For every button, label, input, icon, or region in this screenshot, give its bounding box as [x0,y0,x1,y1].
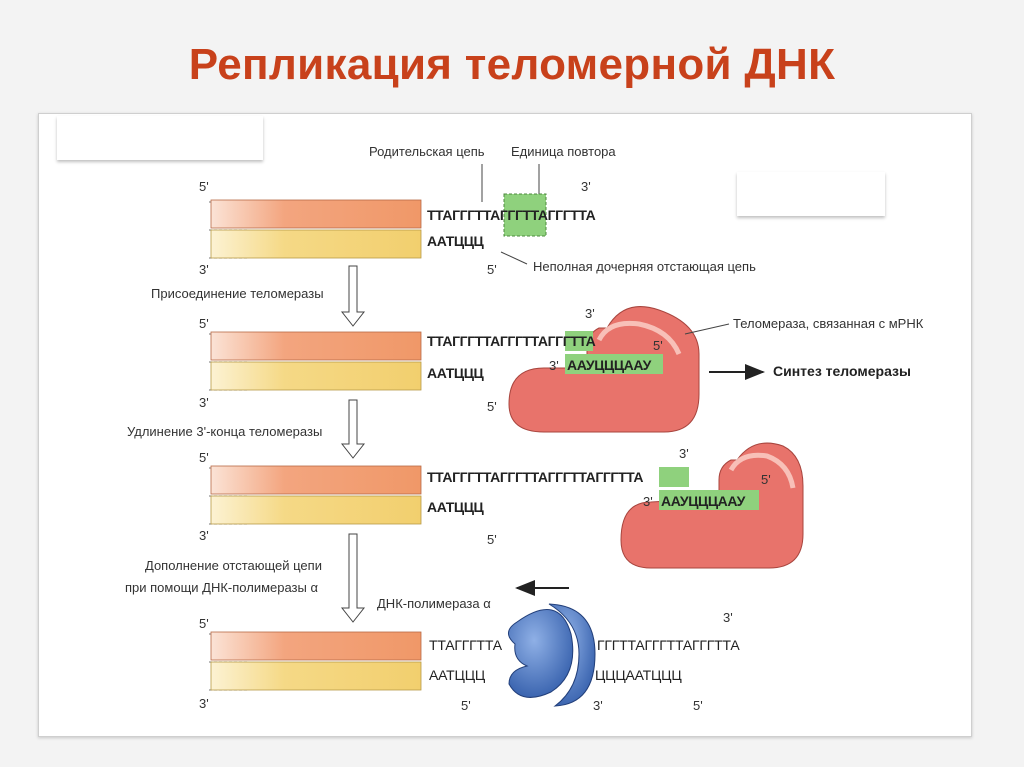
row3-five-prime-rna: 5' [761,472,771,487]
telomerase-synthesis-label: Синтез теломеразы [773,363,911,379]
row4-bottom-strand [210,661,422,691]
row2-top-seq: ТТАГГГТТАГГГТТАГГГТТА [427,333,596,349]
row4-five-prime-left: 5' [461,698,471,713]
blank-patch-left [57,116,263,160]
dna-polymerase-clamp [548,603,596,707]
step2-arrow [340,399,366,459]
row2-bottom-strand [210,361,422,391]
row4-three-prime-top: 3' [723,610,733,625]
row1-three-prime-top: 3' [581,179,591,194]
repeat-unit-label: Единица повтора [511,144,616,159]
row1-three-prime: 3' [199,262,209,277]
step1-arrow [340,265,366,327]
row2-rna-seq: ААУЦЦЦААУ [567,357,652,373]
row3-bottom-strand [210,495,422,525]
row3-top-strand [210,465,422,495]
parent-strand-label: Родительская цепь [369,144,485,159]
row3-rna-seq: ААУЦЦЦААУ [661,493,746,509]
blank-patch-right [737,172,885,216]
telomerase-with-rna-label: Теломераза, связанная с мРНК [733,316,924,331]
row2-three-prime-rna: 3' [549,358,559,373]
step3-label-line2: при помощи ДНК-полимеразы α [125,580,318,595]
row1-repeat-highlight [503,193,547,237]
row4-top-left-seq: ТТАГГГТТА [429,637,503,653]
row2-repeat-highlight [565,331,593,351]
row3-five-prime-bottom: 5' [487,532,497,547]
row3-three-prime: 3' [199,528,209,543]
row1-bottom-strand [210,229,422,259]
step1-label: Присоединение теломеразы [151,286,324,301]
row4-three-prime: 3' [199,696,209,711]
row4-bottom-left-seq: ААТЦЦЦ [429,667,486,683]
page-title: Репликация теломерной ДНК [188,40,836,89]
row1-five-prime: 5' [199,179,209,194]
dna-polymerase-body [508,609,574,698]
row4-bottom-right-seq: ЦЦЦААТЦЦЦ [595,667,682,683]
row3-top-seq: ТТАГГГТТАГГГТТАГГГТТАГГГТТА [427,469,643,485]
incomplete-daughter-label: Неполная дочерняя отстающая цепь [533,259,756,274]
row2-five-prime: 5' [199,316,209,331]
row1-five-prime-bottom: 5' [487,262,497,277]
row2-five-prime-rna: 5' [653,338,663,353]
row3-three-prime-top: 3' [679,446,689,461]
row2-five-prime-bottom: 5' [487,399,497,414]
telomere-diagram: Родительская цепь Единица повтора 5' ТТА… [125,144,924,713]
row2-three-prime: 3' [199,395,209,410]
row4-three-prime-bottom: 3' [593,698,603,713]
row2-bottom-seq: ААТЦЦЦ [427,365,485,381]
row1-top-seq: ТТАГГГТТАГГГТТАГГГТТА [427,207,596,223]
row3-three-prime-rna: 3' [643,494,653,509]
row3-bottom-seq: ААТЦЦЦ [427,499,485,515]
row4-top-strand [210,631,422,661]
step2-label: Удлинение 3'-конца теломеразы [127,424,322,439]
row1-top-strand [210,199,422,229]
diagram-panel: Родительская цепь Единица повтора 5' ТТА… [38,113,972,737]
row3-rna-highlight [659,490,759,510]
row4-five-prime: 5' [199,616,209,631]
dna-polymerase-label: ДНК-полимераза α [377,596,491,611]
step3-label-line1: Дополнение отстающей цепи [145,558,322,573]
row4-five-prime-right: 5' [693,698,703,713]
row1-bottom-seq: ААТЦЦЦ [427,233,485,249]
row4-top-right-seq: ГГГТТАГГГТТАГГГТТА [597,637,740,653]
row2-three-prime-top: 3' [585,306,595,321]
row3-repeat-highlight [659,467,689,487]
step3-arrow [340,533,366,623]
row2-top-strand [210,331,422,361]
row2-rna-highlight [565,354,663,374]
row3-five-prime: 5' [199,450,209,465]
